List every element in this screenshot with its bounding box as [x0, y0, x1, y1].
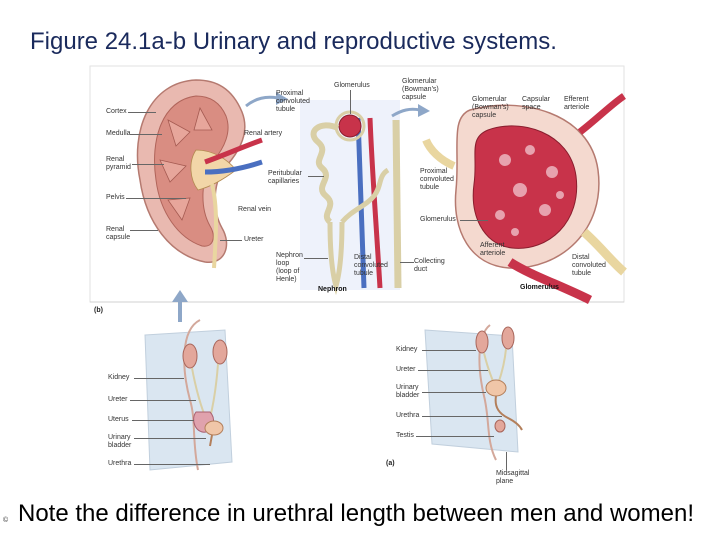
podocyte-texture	[495, 145, 564, 236]
label-cortex: Cortex	[106, 108, 127, 115]
male-urethra-path	[494, 395, 523, 431]
female-kidney-right	[212, 339, 228, 365]
leader-female-ureter	[130, 400, 196, 401]
nephron-to-detail-arrow	[391, 107, 421, 118]
label-male-kidney: Kidney	[396, 346, 418, 353]
label-detail-distal-tubule: Distal convoluted tubule	[572, 254, 606, 277]
kidney-section	[136, 79, 288, 269]
label-renal-vein: Renal vein	[238, 206, 272, 213]
label-kidney-ureter: Ureter	[244, 236, 264, 243]
label-glomerulus-caption: Glomerulus	[520, 284, 559, 291]
leader-nephron-loop	[304, 258, 328, 259]
female-urinary-figure	[144, 290, 233, 471]
leader-female-bladder	[134, 438, 206, 439]
label-afferent-arteriole: Afferent arteriole	[480, 242, 506, 257]
leader-collecting-duct	[400, 262, 414, 263]
label-glomerular-capsule: Glomerular (Bowman's) capsule	[402, 78, 439, 101]
distal-tubule-coil	[340, 167, 390, 224]
label-female-urethra: Urethra	[108, 460, 132, 467]
urethra-note: Note the difference in urethral length b…	[18, 500, 694, 527]
label-nephron-loop: Nephron loop (loop of Henle)	[276, 252, 303, 283]
leader-female-urethra	[134, 464, 210, 465]
male-urinary-figure	[424, 324, 523, 461]
label-female-ureter: Ureter	[108, 396, 128, 403]
part-label-b: (b)	[94, 307, 103, 314]
leader-female-uterus	[132, 420, 194, 421]
afferent-arteriole	[507, 258, 593, 305]
label-female-uterus: Uterus	[108, 416, 129, 423]
leader-cortex	[128, 112, 156, 113]
leader-renal-pyramid	[132, 164, 164, 165]
label-peritubular-capillaries: Peritubular capillaries	[268, 170, 302, 185]
female-urethra	[209, 434, 213, 447]
male-kidney-right	[501, 326, 515, 350]
leader-female-kidney	[134, 378, 184, 379]
male-kidney-left	[475, 330, 489, 354]
renal-pyramids	[159, 106, 213, 221]
label-medulla: Medulla	[106, 130, 131, 137]
label-capsular-space: Capsular space	[522, 96, 551, 111]
leader-peritubular	[308, 176, 324, 177]
male-testis	[494, 419, 506, 433]
leader-detail-glomerulus	[460, 220, 488, 221]
proximal-tubule-detail	[422, 138, 456, 170]
leader-medulla	[130, 134, 162, 135]
label-efferent-arteriole: Efferent arteriole	[564, 96, 590, 111]
glomerulus-knot	[338, 114, 362, 138]
leader-male-kidney	[422, 350, 476, 351]
leader-pelvis	[126, 198, 186, 199]
renal-artery	[204, 137, 263, 165]
label-distal-tubule: Distal convoluted tubule	[354, 254, 388, 277]
part-label-a: (a)	[386, 460, 395, 467]
label-female-kidney: Kidney	[108, 374, 130, 381]
female-kidney-left	[182, 343, 198, 369]
proximal-tubule-coil	[310, 122, 340, 225]
label-proximal-tubule: Proximal convoluted tubule	[276, 90, 310, 113]
slide-title: Figure 24.1a-b Urinary and reproductive …	[30, 28, 557, 55]
female-bladder	[204, 420, 224, 436]
copyright-mark: ©	[3, 517, 9, 524]
glomerulus-detail	[422, 93, 627, 305]
leader-male-ureter	[418, 370, 488, 371]
leader-male-bladder	[422, 392, 486, 393]
leader-glomerulus	[350, 90, 351, 114]
label-nephron: Nephron	[318, 286, 347, 293]
leader-male-testis	[416, 436, 494, 437]
nephron-loop	[327, 221, 345, 296]
label-detail-proximal-tubule: Proximal convoluted tubule	[420, 168, 454, 191]
label-midsagittal-plane: Midsagittal plane	[496, 470, 530, 485]
leader-kidney-ureter	[220, 240, 242, 241]
label-pelvis: Pelvis	[106, 194, 125, 201]
efferent-arteriole	[577, 93, 626, 135]
label-male-testis: Testis	[396, 432, 414, 439]
male-bladder	[485, 379, 507, 397]
label-renal-pyramid: Renal pyramid	[106, 156, 131, 171]
label-collecting-duct: Collecting duct	[414, 258, 445, 273]
female-body-outline	[183, 319, 201, 471]
label-female-bladder: Urinary bladder	[108, 434, 132, 449]
distal-tubule-detail	[581, 228, 627, 276]
label-renal-capsule: Renal capsule	[106, 226, 131, 241]
label-male-ureter: Ureter	[396, 366, 416, 373]
renal-vein	[204, 159, 263, 175]
leader-renal-capsule	[130, 230, 158, 231]
label-detail-glomerular-capsule: Glomerular (Bowman's) capsule	[472, 96, 509, 119]
label-glomerulus: Glomerulus	[334, 82, 370, 89]
label-male-urethra: Urethra	[396, 412, 420, 419]
label-detail-glomerulus: Glomerulus	[420, 216, 456, 223]
ureter-tube	[210, 183, 218, 269]
label-renal-artery: Renal artery	[244, 130, 283, 137]
collecting-duct	[392, 119, 402, 289]
leader-midsagittal-plane	[506, 452, 507, 470]
kidney-to-nephron-arrow	[245, 95, 279, 108]
label-male-bladder: Urinary bladder	[396, 384, 420, 399]
leader-male-urethra	[422, 416, 502, 417]
nephron-section	[300, 100, 430, 296]
